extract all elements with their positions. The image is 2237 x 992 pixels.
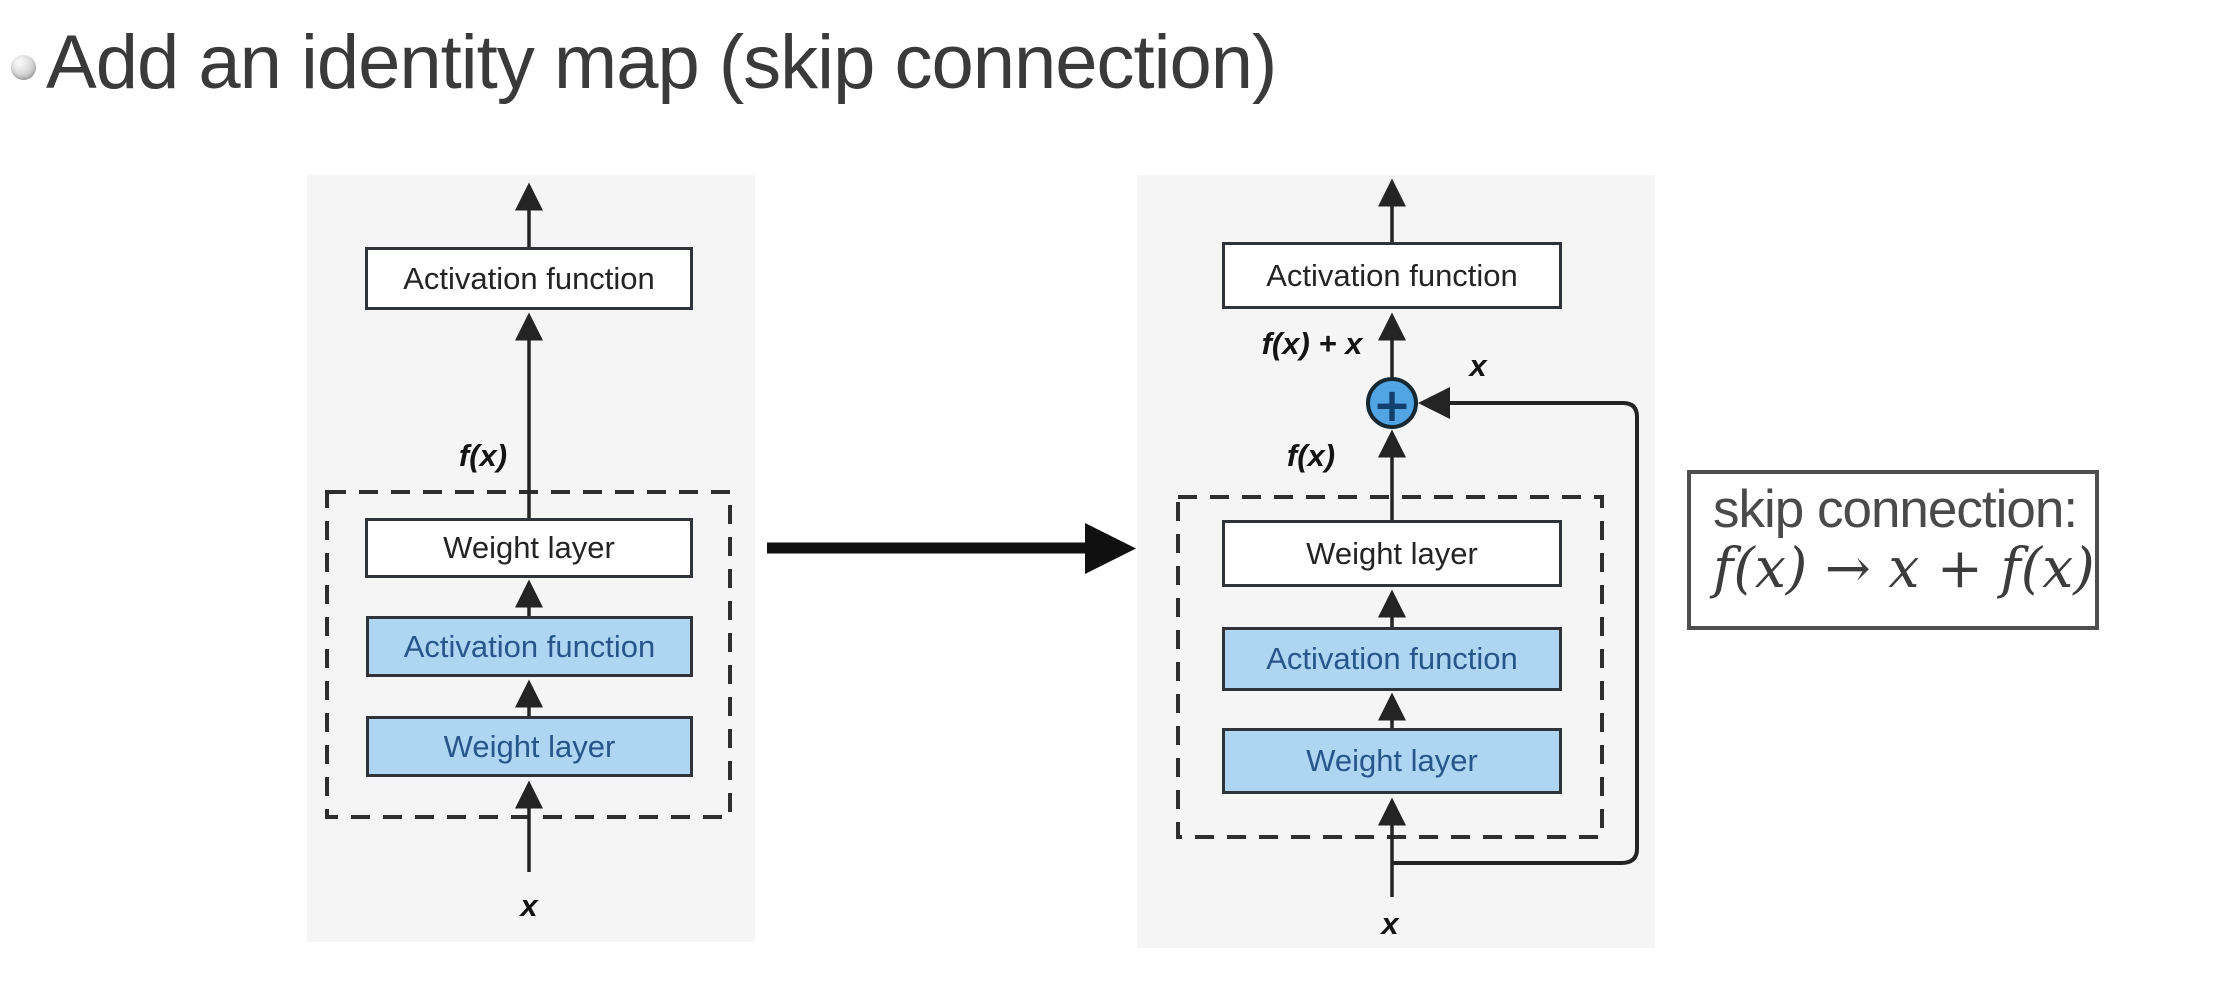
page-title: Add an identity map (skip connection) — [46, 20, 1277, 105]
left-activation-function-box: Activation function — [365, 247, 693, 310]
transform-arrow-head — [1085, 523, 1136, 574]
right-weight-layer-box-bottom: Weight layer — [1222, 728, 1562, 794]
left-input-label: x — [520, 888, 538, 923]
right-activation-function-box-inner: Activation function — [1222, 627, 1562, 691]
sphere-bullet-icon — [11, 55, 36, 80]
note-formula: f(x) → x + f(x) — [1713, 535, 2095, 600]
right-skip-x-label: x — [1469, 348, 1487, 383]
skip-connection-path — [1392, 387, 1639, 865]
right-sum-output-label: f(x) + x — [1261, 326, 1363, 361]
left-activation-function-box-inner: Activation function — [366, 616, 693, 677]
right-dashed-block-border — [1176, 495, 1604, 839]
sum-node-circle — [1366, 377, 1418, 429]
right-activation-function-box: Activation function — [1222, 242, 1562, 309]
left-weight-layer-box-bottom: Weight layer — [366, 716, 693, 777]
right-fx-label: f(x) — [1286, 438, 1336, 473]
skip-connection-note: skip connection: f(x) → x + f(x) — [1687, 470, 2099, 630]
note-title: skip connection: — [1713, 480, 2078, 539]
left-fx-label: f(x) — [458, 438, 508, 473]
left-weight-layer-box-top: Weight layer — [365, 518, 693, 578]
right-input-label: x — [1381, 906, 1399, 941]
plus-icon: + — [1373, 378, 1412, 432]
right-weight-layer-box-top: Weight layer — [1222, 520, 1562, 587]
